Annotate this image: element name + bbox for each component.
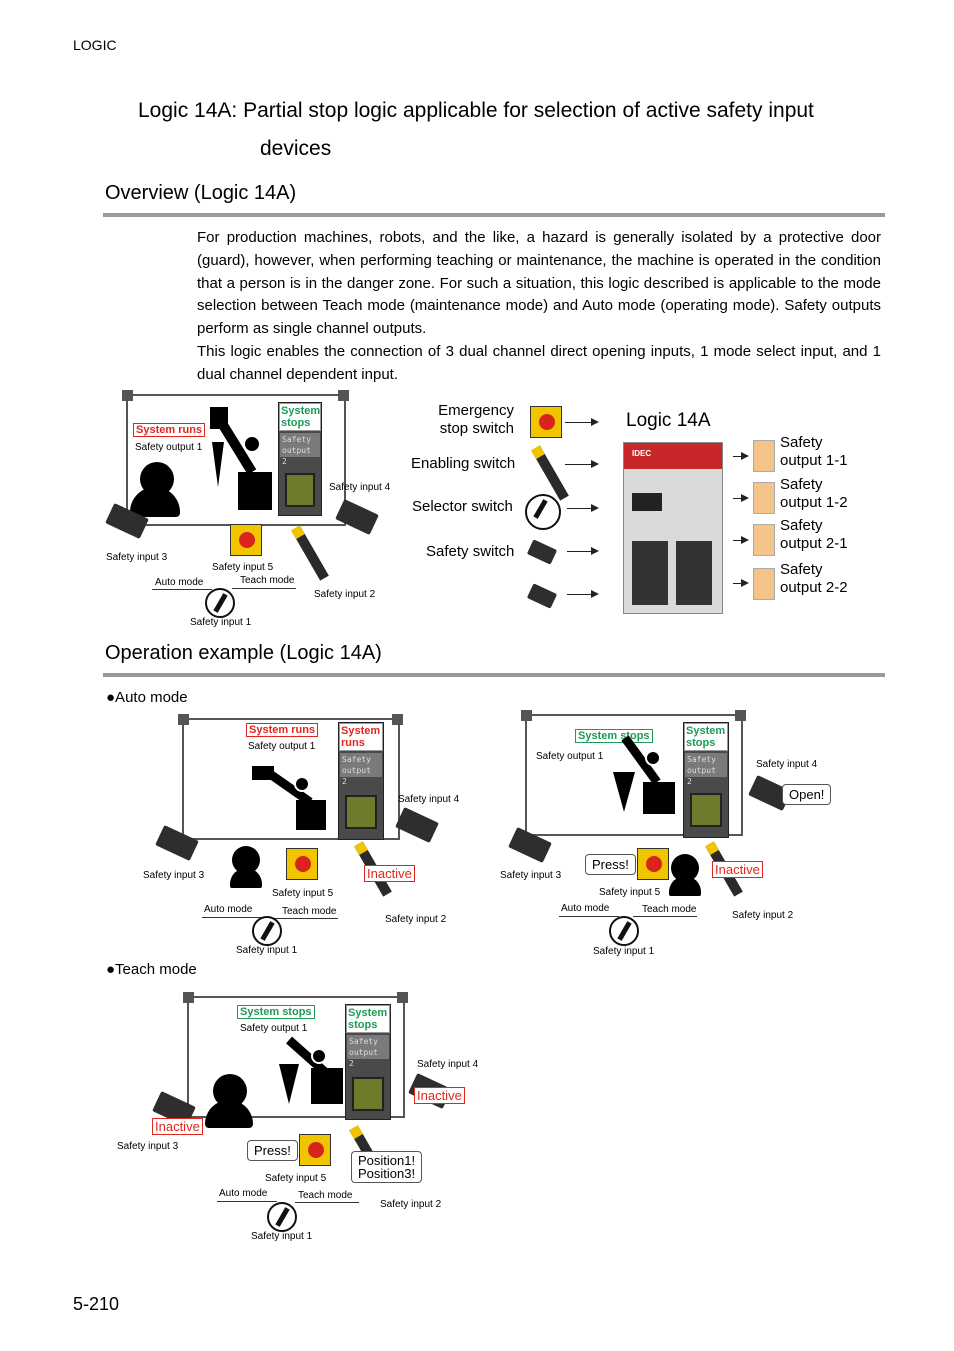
safety-switch-icon (526, 583, 558, 609)
enabling-switch-icon (531, 445, 569, 501)
system-stops-tag: System stops (279, 403, 321, 431)
auto-mode-label: Auto mode (155, 577, 204, 588)
input-label-selector: Selector switch (412, 498, 513, 515)
safety-controller-icon: IDEC (623, 442, 723, 614)
enabling-switch-icon (291, 525, 329, 581)
overview-body: For production machines, robots, and the… (197, 227, 881, 387)
system-runs-tag: System runs (246, 723, 319, 737)
logic-figure: Emergency stop switch Enabling switch Se… (405, 398, 875, 618)
title-line-2: devices (260, 137, 332, 160)
emergency-stop-icon (530, 406, 562, 438)
selector-switch-icon (525, 494, 561, 530)
teach-mode-label: Teach mode (240, 575, 295, 586)
auto-mode-heading: ●Auto mode (106, 689, 188, 706)
safety-input-4-label: Safety input 4 (756, 759, 818, 770)
inactive-tag: Inactive (364, 865, 415, 882)
safety-input-1-label: Safety input 1 (190, 617, 252, 628)
relay-icon (753, 440, 775, 472)
inactive-tag: Inactive (712, 861, 763, 878)
safety-output-2-label: Safety output 2 (280, 433, 320, 466)
inactive-tag: Inactive (152, 1118, 203, 1135)
system-stops-tag: System stops (575, 729, 653, 743)
operation-rule (103, 673, 885, 677)
safety-input-4-label: Safety input 4 (329, 482, 391, 493)
robot-arm-icon (279, 1036, 343, 1104)
teach-mode-heading: ●Teach mode (106, 961, 197, 978)
press-callout: Press! (585, 854, 636, 875)
overview-rule (103, 213, 885, 217)
relay-icon (753, 524, 775, 556)
robot-arm-icon (210, 407, 272, 510)
safety-input-3-label: Safety input 3 (106, 552, 168, 563)
emergency-stop-icon (230, 524, 262, 556)
relay-icon (753, 568, 775, 600)
output-label-2-1: Safety output 2-1 (780, 517, 848, 552)
safety-input-4-label: Safety input 4 (417, 1059, 479, 1070)
overview-heading: Overview (Logic 14A) (105, 182, 297, 204)
selector-switch-icon (205, 588, 235, 618)
robot-arm-icon (252, 766, 326, 830)
safety-input-1-label: Safety input 1 (236, 945, 298, 956)
safety-output-1-label: Safety output 1 (135, 442, 203, 453)
safety-output-1-label: Safety output 1 (248, 741, 316, 752)
input-label-emergency-stop: Emergency stop switch (438, 402, 514, 437)
press-callout: Press! (247, 1140, 298, 1161)
safety-input-4-label: Safety input 4 (398, 794, 460, 805)
running-header: LOGIC (73, 37, 117, 53)
open-callout: Open! (782, 784, 832, 805)
safety-input-2-label: Safety input 2 (314, 589, 376, 600)
selector-switch-icon (252, 916, 282, 946)
page-number: 5-210 (73, 1294, 120, 1314)
safety-input-3-label: Safety input 3 (117, 1141, 179, 1152)
brand-logo: IDEC (632, 449, 652, 458)
overview-paragraph-2: This logic enables the connection of 3 d… (197, 342, 881, 383)
inactive-tag: Inactive (414, 1087, 465, 1104)
safety-input-3-label: Safety input 3 (143, 870, 205, 881)
output-label-1-2: Safety output 1-2 (780, 476, 848, 511)
selector-switch-icon (609, 916, 639, 946)
overview-figure: System runs Safety output 1 System stops… (100, 390, 400, 632)
output-label-2-2: Safety output 2-2 (780, 561, 848, 596)
auto-scene-running: System runs Safety output 1 System runs … (140, 710, 470, 960)
system-runs-tag: System runs (133, 423, 206, 437)
robot-arm-icon (613, 735, 675, 814)
safety-switch-icon (335, 499, 379, 535)
system-runs-panel-tag: System runs (339, 723, 383, 751)
logic-title: Logic 14A (626, 410, 711, 431)
output-label-1-1: Safety output 1-1 (780, 434, 848, 469)
section-title: Logic 14A: Partial stop logic applicable… (138, 92, 883, 168)
relay-icon (753, 482, 775, 514)
title-line-1: Logic 14A: Partial stop logic applicable… (138, 99, 814, 122)
input-label-safety-switch: Safety switch (426, 543, 515, 560)
control-panel: System stops Safety output 2 (278, 402, 322, 516)
auto-scene-stopped: System stops Safety output 1 System stop… (497, 706, 857, 962)
operation-heading: Operation example (Logic 14A) (105, 642, 382, 664)
safety-switch-icon (526, 539, 558, 565)
safety-input-5-label: Safety input 5 (212, 562, 274, 573)
overview-paragraph-1: For production machines, robots, and the… (197, 229, 881, 338)
safety-input-3-label: Safety input 3 (500, 870, 562, 881)
input-label-enabling: Enabling switch (411, 455, 516, 472)
position-callout: Position1! Position3! (351, 1151, 423, 1183)
teach-scene: System stops Safety output 1 System stop… (115, 988, 495, 1246)
system-stops-tag: System stops (237, 1005, 315, 1019)
selector-switch-icon (267, 1202, 297, 1232)
safety-input-5-label: Safety input 5 (272, 888, 334, 899)
safety-input-2-label: Safety input 2 (385, 914, 447, 925)
